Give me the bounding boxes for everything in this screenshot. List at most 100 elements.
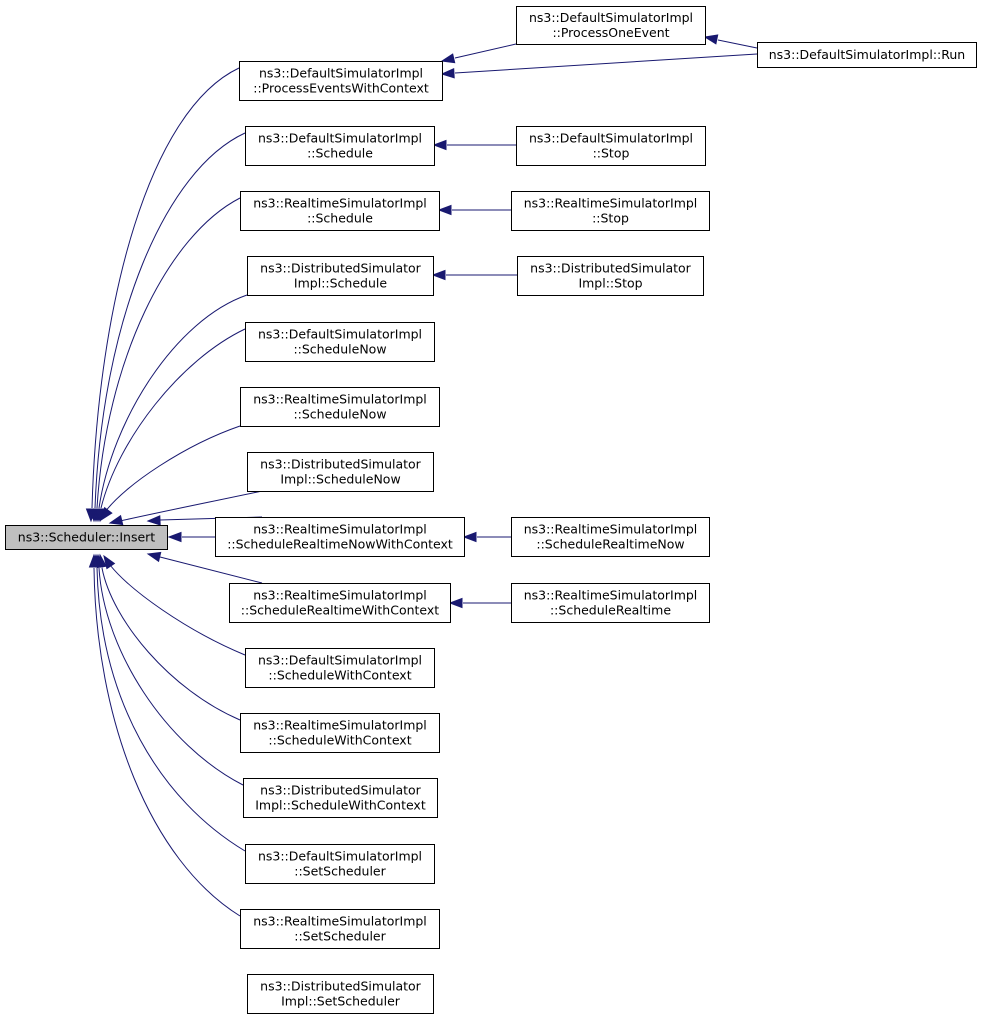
call-edge-run-to-process-events-with-context <box>440 53 758 79</box>
node-default-schedule-with-context[interactable]: ns3::DefaultSimulatorImpl::ScheduleWithC… <box>245 648 435 688</box>
node-label-line: ::ScheduleRealtime <box>550 603 671 618</box>
call-edge-run-to-process-one-event <box>703 34 758 49</box>
edge-line <box>159 556 263 584</box>
call-edge-default-stop-to-default-schedule <box>432 139 516 151</box>
node-label-line: ::ScheduleNow <box>293 342 386 357</box>
node-box <box>511 583 710 623</box>
edge-line <box>101 567 241 721</box>
node-label-line: ::Schedule <box>307 146 373 161</box>
arrowhead-icon <box>103 554 116 570</box>
node-distributed-schedule-now[interactable]: ns3::DistributedSimulatorImpl::ScheduleN… <box>247 452 434 492</box>
node-realtime-schedule-realtime-with-context[interactable]: ns3::RealtimeSimulatorImpl::ScheduleReal… <box>229 583 451 623</box>
node-label-line: ns3::RealtimeSimulatorImpl <box>524 196 698 211</box>
call-edge-realtime-stop-to-realtime-schedule <box>437 204 511 216</box>
node-process-one-event[interactable]: ns3::DefaultSimulatorImpl::ProcessOneEve… <box>516 6 706 45</box>
node-label-line: Impl::ScheduleWithContext <box>255 798 426 813</box>
node-label-line: ::ScheduleRealtimeNow <box>536 537 684 552</box>
node-box <box>245 844 435 884</box>
call-edge-distributed-schedule-to-insert <box>92 294 248 523</box>
node-realtime-schedule-realtime-now-with-context[interactable]: ns3::RealtimeSimulatorImpl::ScheduleReal… <box>215 517 465 557</box>
node-default-schedule[interactable]: ns3::DefaultSimulatorImpl::Schedule <box>245 126 435 166</box>
node-box <box>516 6 706 45</box>
node-default-stop[interactable]: ns3::DefaultSimulatorImpl::Stop <box>516 126 706 166</box>
node-realtime-schedule-with-context[interactable]: ns3::RealtimeSimulatorImpl::ScheduleWith… <box>240 713 440 753</box>
node-run[interactable]: ns3::DefaultSimulatorImpl::Run <box>757 42 977 68</box>
node-label-line: ::ProcessOneEvent <box>552 25 669 40</box>
node-box <box>516 126 706 166</box>
call-edge-realtime-schedule-now-to-insert <box>100 425 241 522</box>
node-label-line: ns3::Scheduler::Insert <box>18 530 156 545</box>
node-box <box>239 61 443 101</box>
edge-line <box>98 294 248 509</box>
node-box <box>240 909 440 949</box>
node-label-line: ns3::DefaultSimulatorImpl <box>258 131 422 146</box>
edge-line <box>454 53 758 74</box>
arrowhead-icon <box>448 597 463 609</box>
node-label-line: ::ScheduleRealtimeNowWithContext <box>227 537 453 552</box>
node-realtime-schedule-now[interactable]: ns3::RealtimeSimulatorImpl::ScheduleNow <box>240 387 440 427</box>
arrowhead-icon <box>432 139 447 151</box>
node-label-line: ns3::DefaultSimulatorImpl <box>529 10 693 25</box>
arrowhead-icon <box>146 515 161 526</box>
node-box <box>243 778 438 818</box>
node-label-line: ns3::DistributedSimulator <box>260 261 422 276</box>
node-box <box>245 648 435 688</box>
arrowhead-icon <box>462 531 477 543</box>
edge-line <box>96 567 246 852</box>
arrowhead-icon <box>703 34 719 45</box>
edge-line <box>100 328 246 509</box>
node-label-line: Impl::Schedule <box>294 276 387 291</box>
node-label-line: ns3::RealtimeSimulatorImpl <box>253 914 427 929</box>
call-edge-realtime-schedule-realtime-to-realtime-schedule-realtime-with-context <box>448 597 511 609</box>
node-box <box>511 517 710 557</box>
edge-line <box>717 39 758 49</box>
node-label-line: ns3::DefaultSimulatorImpl <box>258 653 422 668</box>
arrowhead-icon <box>440 53 456 64</box>
node-label-line: ns3::DefaultSimulatorImpl::Run <box>769 47 965 62</box>
node-realtime-schedule-realtime-now[interactable]: ns3::RealtimeSimulatorImpl::ScheduleReal… <box>511 517 710 557</box>
arrowhead-icon <box>437 204 452 216</box>
node-label-line: ::ScheduleWithContext <box>268 733 411 748</box>
edge-line <box>91 67 240 509</box>
node-default-set-scheduler[interactable]: ns3::DefaultSimulatorImpl::SetScheduler <box>245 844 435 884</box>
node-label-line: ::ScheduleWithContext <box>268 668 411 683</box>
call-edge-realtime-schedule-realtime-with-context-to-insert <box>167 531 215 543</box>
node-label-line: ns3::DefaultSimulatorImpl <box>258 327 422 342</box>
call-edge-realtime-schedule-realtime-now-to-realtime-schedule-realtime-now-with-context <box>462 531 511 543</box>
node-label-line: ns3::RealtimeSimulatorImpl <box>253 588 427 603</box>
node-label-line: ::Stop <box>593 146 630 161</box>
node-label-line: ns3::DefaultSimulatorImpl <box>258 849 422 864</box>
node-box <box>247 256 434 296</box>
node-box <box>240 713 440 753</box>
node-box <box>247 452 434 492</box>
node-realtime-set-scheduler[interactable]: ns3::RealtimeSimulatorImpl::SetScheduler <box>240 909 440 949</box>
node-box <box>240 387 440 427</box>
node-label-line: Impl::ScheduleNow <box>280 472 400 487</box>
node-label-line: ns3::RealtimeSimulatorImpl <box>253 196 427 211</box>
node-box <box>245 126 435 166</box>
node-realtime-schedule-realtime[interactable]: ns3::RealtimeSimulatorImpl::ScheduleReal… <box>511 583 710 623</box>
node-default-schedule-now[interactable]: ns3::DefaultSimulatorImpl::ScheduleNow <box>245 322 435 362</box>
node-distributed-schedule-with-context[interactable]: ns3::DistributedSimulatorImpl::ScheduleW… <box>243 778 438 818</box>
edge-line <box>93 567 241 917</box>
arrowhead-icon <box>440 68 455 79</box>
node-process-events-with-context[interactable]: ns3::DefaultSimulatorImpl::ProcessEvents… <box>239 61 443 101</box>
call-edge-process-one-event-to-process-events-with-context <box>440 43 517 64</box>
node-label-line: ns3::RealtimeSimulatorImpl <box>253 522 427 537</box>
arrowhead-icon <box>167 531 182 543</box>
node-realtime-schedule[interactable]: ns3::RealtimeSimulatorImpl::Schedule <box>240 191 440 231</box>
node-label-line: ns3::DistributedSimulator <box>260 979 422 994</box>
node-label-line: ::SetScheduler <box>294 864 386 879</box>
node-distributed-set-scheduler[interactable]: ns3::DistributedSimulatorImpl::SetSchedu… <box>247 974 434 1014</box>
node-label-line: ns3::DistributedSimulator <box>260 457 422 472</box>
node-realtime-stop[interactable]: ns3::RealtimeSimulatorImpl::Stop <box>511 191 710 231</box>
edge-line <box>96 197 241 509</box>
edge-line <box>94 132 246 509</box>
node-label-line: Impl::Stop <box>578 276 642 291</box>
node-box <box>757 42 977 68</box>
call-edge-realtime-schedule-with-context-to-insert <box>103 554 246 656</box>
node-insert: ns3::Scheduler::Insert <box>5 525 168 550</box>
